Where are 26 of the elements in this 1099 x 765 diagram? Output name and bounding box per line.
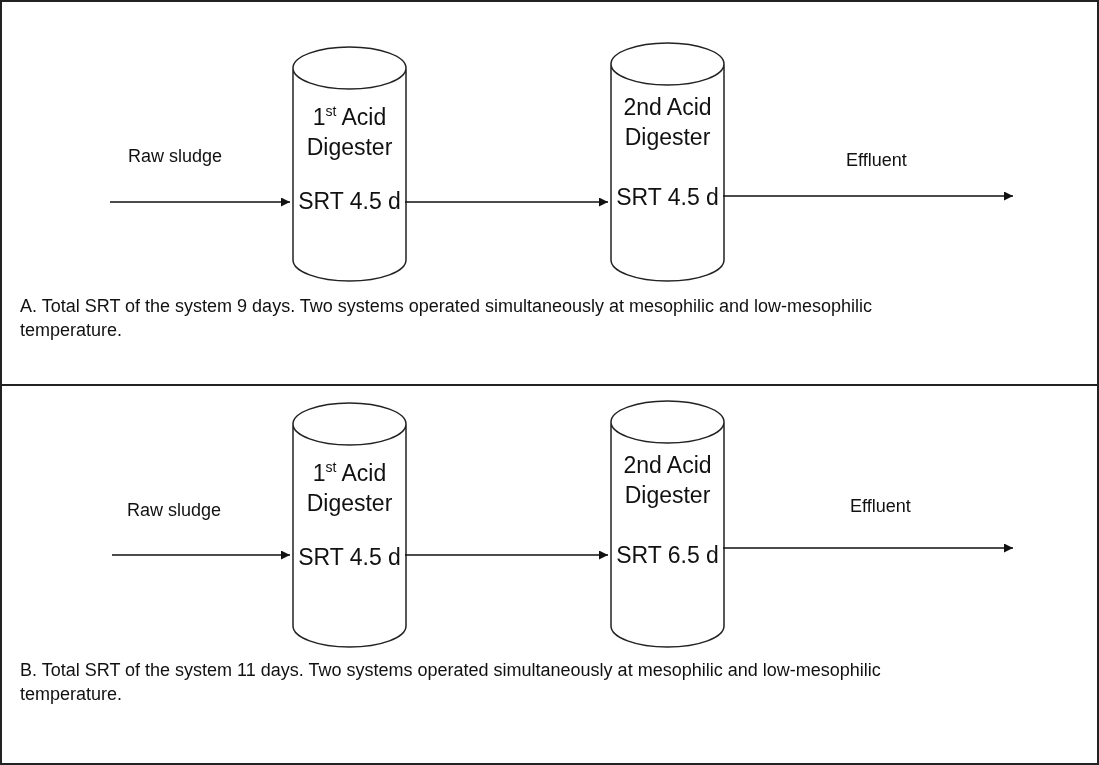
edge-label: Raw sludge [127, 500, 222, 521]
panel-box [0, 384, 1099, 765]
panel-box [0, 0, 1099, 386]
tank-name: 1$^{st}$ Acid Digester [305, 102, 394, 162]
srt-value: SRT 6.5 d [615, 541, 720, 570]
edge-label: Raw sludge [128, 146, 223, 167]
tank-name: 2nd Acid Digester [622, 93, 713, 152]
caption-text: B. Total SRT of the system 11 days. Two systems operated simultaneously at mesophilic and low-mesophilic temperature. [20, 659, 882, 706]
flow-arrow [109, 197, 291, 207]
caption-text: A. Total SRT of the system 9 days. Two systems operated simultaneously at mesophilic and low-mesophilic temperature. [20, 295, 874, 342]
digester-tank [292, 402, 407, 648]
digester-tank [610, 42, 725, 282]
flow-arrow [111, 550, 291, 560]
flow-arrow [722, 191, 1014, 201]
flow-arrow [404, 550, 609, 560]
flow-arrow [722, 543, 1014, 553]
digester-tank [610, 400, 725, 648]
srt-value: SRT 4.5 d [297, 187, 402, 216]
srt-value: SRT 4.5 d [615, 183, 720, 212]
tank-name: 1$^{st}$ Acid Digester [305, 458, 394, 518]
edge-label: Effluent [850, 496, 911, 517]
srt-value: SRT 4.5 d [297, 543, 402, 572]
digester-tank [292, 46, 407, 282]
edge-label: Effluent [846, 150, 907, 171]
tank-name: 2nd Acid Digester [622, 451, 713, 510]
flow-arrow [404, 197, 609, 207]
